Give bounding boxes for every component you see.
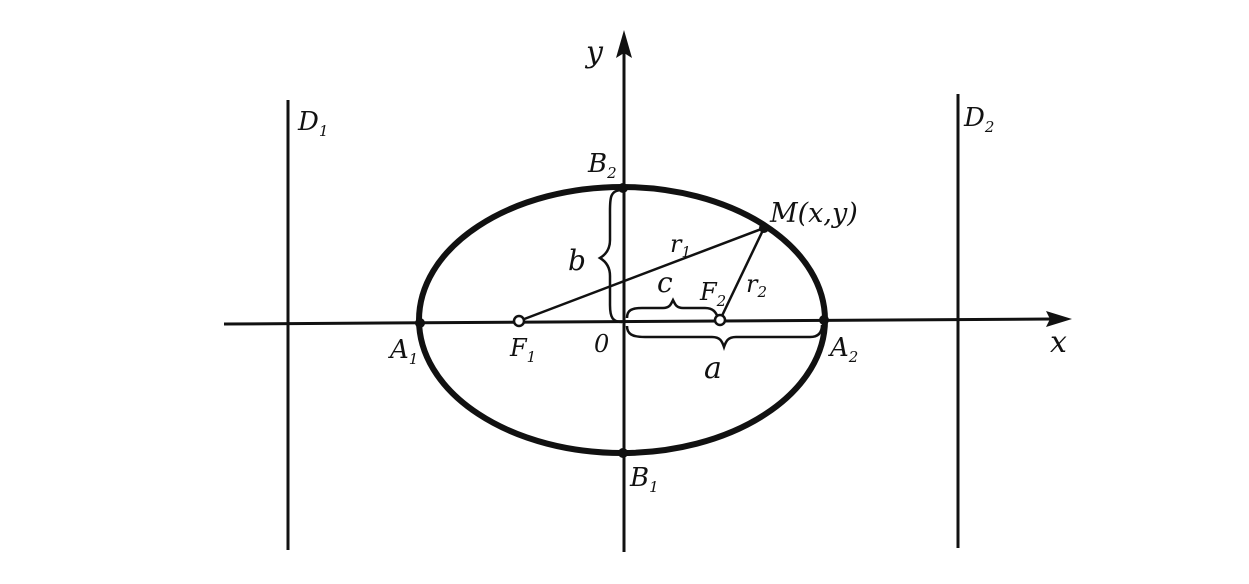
focus-f1-label: F1 — [509, 334, 536, 366]
x-axis-label: x — [1050, 325, 1067, 360]
origin-label: 0 — [594, 330, 609, 358]
y-axis — [616, 30, 632, 552]
vertex-b2-point — [618, 183, 628, 193]
segment-c-label: c — [657, 266, 673, 299]
brace-b — [597, 188, 623, 324]
vertex-a2-point — [819, 315, 829, 325]
vertex-b1-label: B1 — [629, 463, 659, 496]
brace-a — [625, 324, 824, 351]
point-m-label: M(x,y) — [769, 198, 858, 229]
radius-r1-label: r1 — [670, 230, 691, 261]
vertex-b2-label: B2 — [587, 149, 617, 182]
focus-f2-label: F2 — [699, 278, 726, 310]
x-axis — [223, 311, 1072, 327]
radius-r2-label: r2 — [746, 270, 767, 301]
focus-f2-point — [713, 313, 727, 327]
vertex-b1-point — [618, 448, 628, 458]
directrix-d1-label: D1 — [297, 107, 328, 140]
brace-c — [625, 297, 720, 319]
y-axis-label: y — [584, 35, 604, 70]
focal-radius-r1 — [518, 226, 765, 323]
vertex-a1-label: A1 — [388, 335, 418, 368]
x-axis-arrow-icon — [1046, 311, 1072, 327]
segment-a-label: a — [704, 351, 722, 386]
focal-radius-r2 — [718, 227, 766, 321]
directrix-d2-label: D2 — [963, 103, 994, 136]
focus-f1-point — [512, 314, 526, 328]
y-axis-arrow-icon — [616, 30, 632, 58]
vertex-a2-label: A2 — [828, 333, 858, 366]
vertex-a1-point — [415, 318, 425, 328]
segment-b-label: b — [568, 244, 586, 277]
point-m — [759, 223, 769, 233]
